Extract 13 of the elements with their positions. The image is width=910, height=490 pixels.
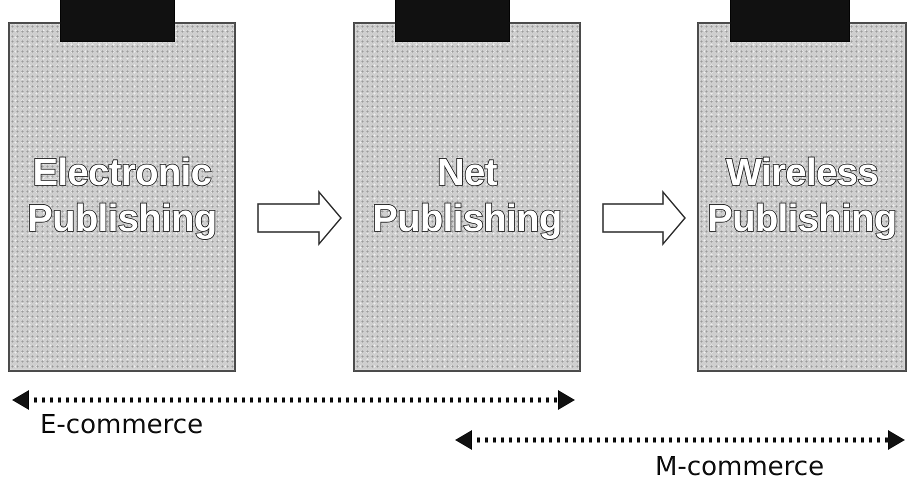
panel-title: Wireless Publishing [706, 151, 898, 242]
range-label: M-commerce [655, 452, 824, 482]
publishing-panel [697, 22, 907, 372]
range-label: E-commerce [40, 410, 204, 440]
block-arrow [257, 190, 342, 246]
tab-block [395, 0, 510, 42]
block-arrow [602, 190, 686, 246]
tab-block [730, 0, 850, 42]
tab-block [60, 0, 175, 42]
panel-title: Net Publishing [371, 151, 563, 242]
panel-title: Electronic Publishing [26, 151, 218, 242]
publishing-panel [353, 22, 581, 372]
publishing-panel [8, 22, 236, 372]
